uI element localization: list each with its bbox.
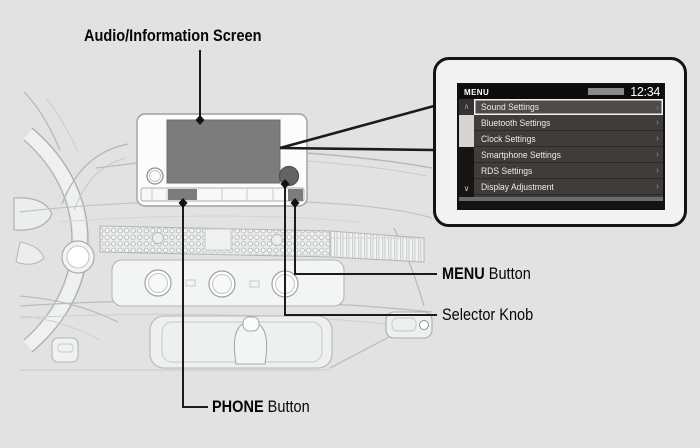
item-arrow-icon: ›	[656, 117, 659, 127]
phone-button	[168, 189, 197, 200]
menu-item-clock-settings: Clock Settings ›	[474, 131, 663, 147]
vent-grille	[99, 225, 425, 263]
menu-item-bluetooth-settings: Bluetooth Settings ›	[474, 115, 663, 131]
item-arrow-icon: ›	[656, 181, 659, 191]
door-pocket	[19, 295, 119, 363]
menu-item-smartphone-settings: Smartphone Settings ›	[474, 147, 663, 163]
screen-title: MENU	[464, 87, 490, 97]
scrollbar-rail: ∧ ∨	[459, 99, 474, 197]
screen-body: ∧ ∨ Sound Settings › Bluetooth Settings …	[459, 99, 663, 197]
item-arrow-icon: ›	[656, 133, 659, 143]
door-armrest	[385, 311, 433, 339]
screen-header: MENU 12:34	[459, 85, 663, 99]
menu-item-rds-settings: RDS Settings ›	[474, 163, 663, 179]
audio-information-screen-label: Audio/Information Screen	[84, 27, 262, 45]
scroll-up-icon: ∧	[459, 99, 474, 115]
climate-panel	[111, 259, 345, 307]
audio-unit	[136, 113, 308, 207]
callout-arrowheads	[178, 115, 300, 208]
scrollbar-thumb	[459, 115, 474, 147]
menu-list: Sound Settings › Bluetooth Settings › Cl…	[474, 99, 663, 197]
a-pillar	[23, 91, 79, 153]
steering-wheel	[13, 127, 89, 353]
screen-magnifier-inset: MENU 12:34 ∧ ∨ Sound Settings ›	[433, 57, 687, 227]
door-handle	[419, 320, 429, 330]
status-indicator-box	[588, 87, 625, 95]
climate-knob	[144, 269, 172, 297]
callout-lines	[182, 50, 437, 408]
gear-shifter-console	[149, 315, 333, 369]
menu-button-label: MENU Button	[442, 265, 531, 283]
instrument-hood	[61, 143, 138, 211]
scroll-down-icon: ∨	[459, 181, 474, 197]
button-strip	[140, 187, 305, 202]
item-arrow-icon: ›	[656, 149, 659, 159]
scrollbar-track	[459, 147, 474, 181]
screen-bottom-bezel	[459, 197, 663, 208]
selector-knob-label: Selector Knob	[442, 306, 534, 324]
vent-center-plate	[204, 228, 232, 251]
menu-item-display-adjustment: Display Adjustment ›	[474, 179, 663, 195]
menu-item-sound-settings: Sound Settings ›	[474, 99, 663, 115]
menu-button	[288, 189, 303, 201]
phone-button-label: PHONE Button	[212, 398, 310, 416]
headlight-knob	[61, 240, 95, 274]
shifter-knob	[242, 316, 260, 332]
menu-screen: MENU 12:34 ∧ ∨ Sound Settings ›	[457, 83, 665, 210]
climate-knob	[208, 270, 236, 298]
clock-display: 12:34	[630, 85, 660, 99]
item-arrow-icon: ›	[656, 101, 659, 112]
audio-information-screen	[166, 119, 281, 184]
item-arrow-icon: ›	[656, 165, 659, 175]
